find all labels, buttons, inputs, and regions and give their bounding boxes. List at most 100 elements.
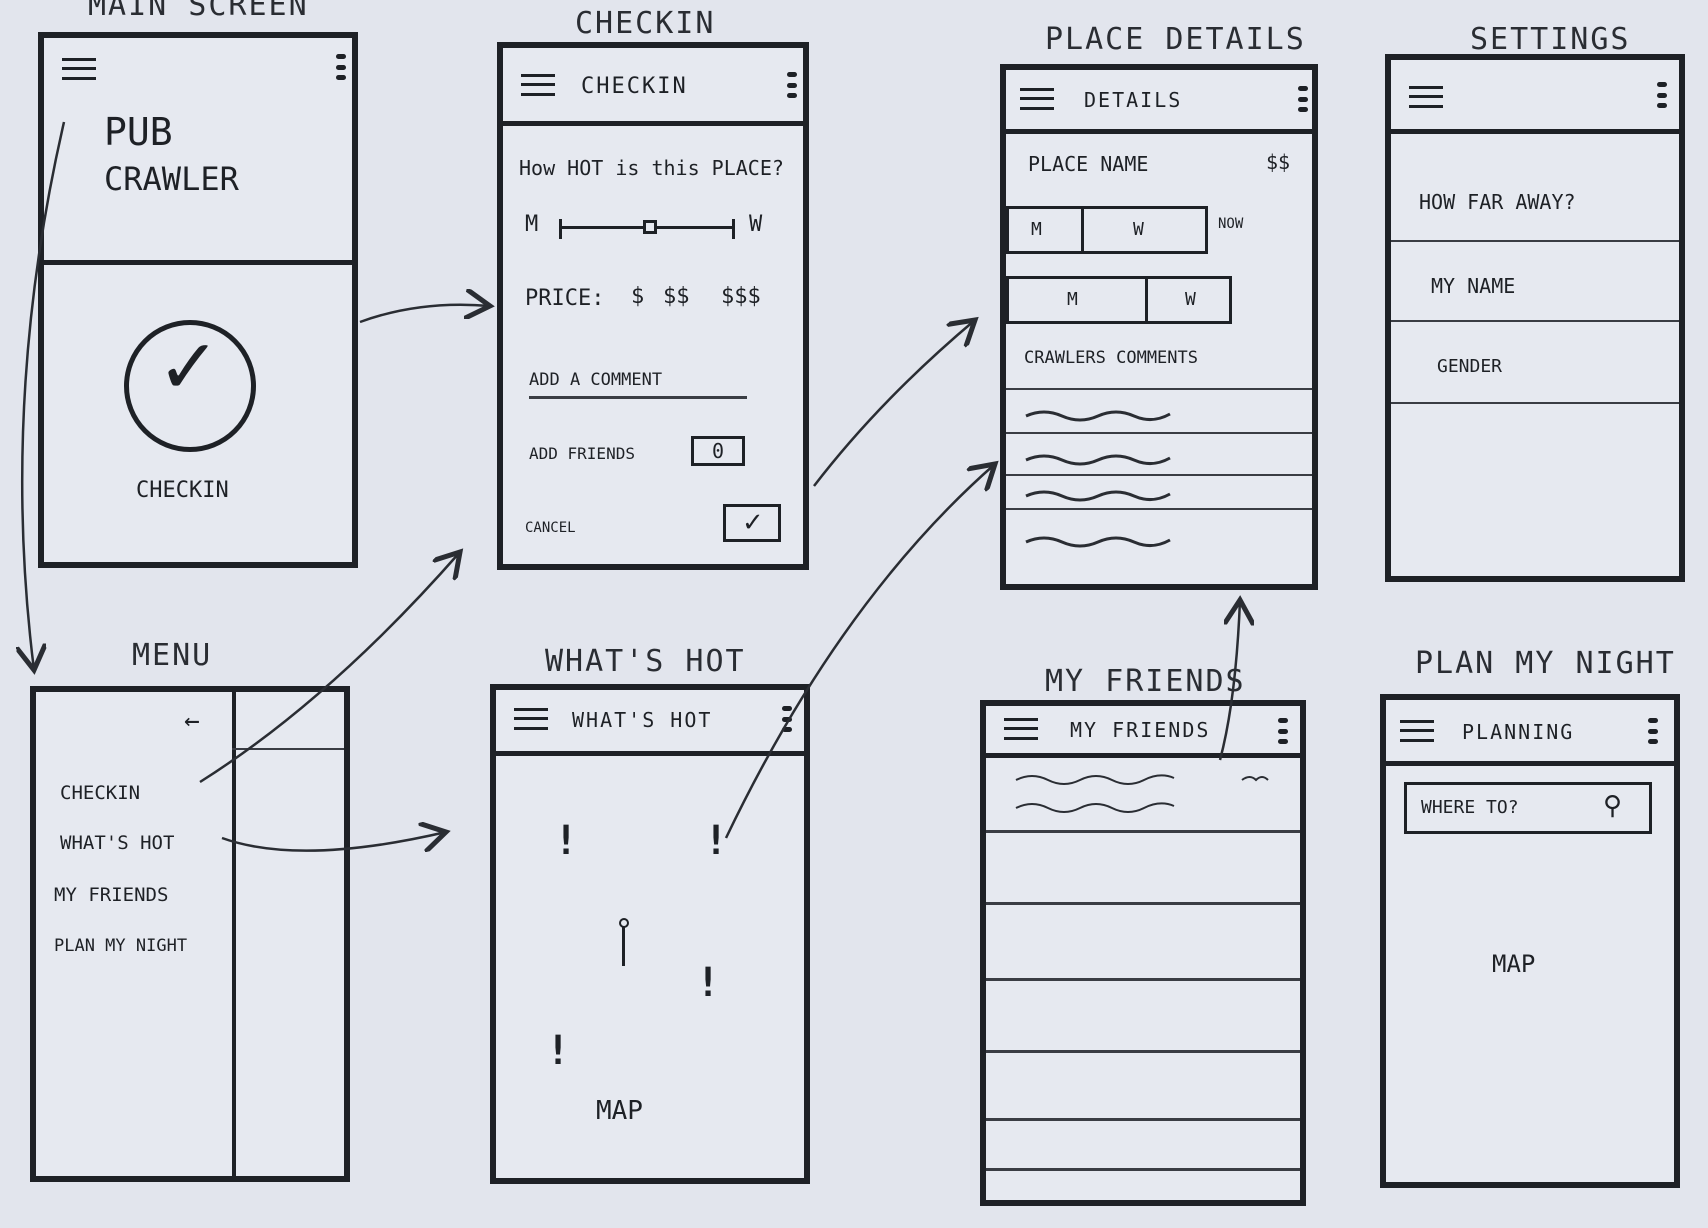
hotness-slider[interactable] xyxy=(559,219,735,239)
header-title: WHAT'S HOT xyxy=(572,708,713,732)
back-arrow-icon[interactable]: ← xyxy=(184,706,200,736)
drawer-edge xyxy=(232,692,236,1176)
app-name-line1: PUB xyxy=(104,110,173,154)
setting-distance[interactable]: HOW FAR AWAY? xyxy=(1419,190,1576,214)
arrow-checkin-to-details xyxy=(813,320,975,487)
friend-row-divider xyxy=(986,978,1300,981)
caption-menu: MENU xyxy=(132,638,213,673)
checkin-circle-button[interactable]: ✓ xyxy=(124,320,256,452)
menu-icon[interactable] xyxy=(1409,86,1443,108)
place-details-wireframe: DETAILS PLACE NAME $$ M W NOW M W CRAWLE… xyxy=(1000,64,1318,590)
add-comment-link[interactable]: ADD A COMMENT xyxy=(529,370,663,390)
comment-placeholder xyxy=(1025,454,1171,466)
search-icon[interactable]: ⚲ xyxy=(1603,791,1623,821)
slider-thumb[interactable] xyxy=(643,220,657,234)
overall-ratio-bar: M W xyxy=(1006,276,1232,324)
overflow-menu-icon[interactable] xyxy=(1648,718,1658,744)
now-ratio-bar: M W xyxy=(1006,206,1208,254)
person-figure-icon xyxy=(619,918,634,966)
slider-label-m: M xyxy=(525,212,539,237)
plan-my-night-wireframe: PLANNING WHERE TO? ⚲ MAP xyxy=(1380,694,1680,1188)
cancel-button[interactable]: CANCEL xyxy=(525,520,576,536)
menu-item-whats-hot[interactable]: WHAT'S HOT xyxy=(60,832,175,854)
overflow-menu-icon[interactable] xyxy=(1657,82,1667,108)
main-divider xyxy=(44,260,352,265)
friends-count: 0 xyxy=(712,439,725,463)
menu-icon[interactable] xyxy=(62,58,96,80)
friends-count-field[interactable]: 0 xyxy=(691,436,745,466)
now-label: NOW xyxy=(1218,216,1244,232)
caption-plan-my-night: PLAN MY NIGHT xyxy=(1415,646,1676,681)
price-option-3[interactable]: $$$ xyxy=(721,284,761,309)
check-icon: ✓ xyxy=(157,322,221,411)
destination-search-field[interactable]: WHERE TO? ⚲ xyxy=(1404,782,1652,834)
menu-icon[interactable] xyxy=(1020,88,1054,110)
comment-row-divider xyxy=(1006,388,1312,390)
menu-icon[interactable] xyxy=(1400,720,1434,742)
menu-item-plan-my-night[interactable]: PLAN MY NIGHT xyxy=(54,936,188,956)
caption-checkin: CHECKIN xyxy=(575,6,716,41)
setting-gender[interactable]: GENDER xyxy=(1437,356,1503,377)
settings-divider xyxy=(1391,402,1679,404)
overflow-menu-icon[interactable] xyxy=(336,54,346,80)
hot-place-marker[interactable]: ! xyxy=(696,960,721,1006)
drawer-header-line xyxy=(232,748,344,750)
price-option-1[interactable]: $ xyxy=(631,284,645,309)
settings-header xyxy=(1391,60,1679,134)
search-placeholder: WHERE TO? xyxy=(1421,797,1519,818)
place-name: PLACE NAME xyxy=(1028,152,1149,176)
overflow-menu-icon[interactable] xyxy=(782,706,792,732)
check-icon: ✓ xyxy=(742,508,764,538)
header-title: CHECKIN xyxy=(581,74,688,99)
friend-activity-placeholder xyxy=(1015,774,1269,813)
overflow-menu-icon[interactable] xyxy=(1278,718,1288,744)
caption-main-screen: MAIN SCREEN xyxy=(88,0,309,23)
overflow-menu-icon[interactable] xyxy=(1298,86,1308,112)
my-friends-wireframe: MY FRIENDS xyxy=(980,700,1306,1206)
menu-item-checkin[interactable]: CHECKIN xyxy=(60,782,141,804)
confirm-checkin-button[interactable]: ✓ xyxy=(723,504,781,542)
comment-placeholder xyxy=(1025,536,1171,548)
hot-place-marker[interactable]: ! xyxy=(554,818,579,864)
checkin-header: CHECKIN xyxy=(503,48,803,126)
main-screen-wireframe: PUB CRAWLER ✓ CHECKIN xyxy=(38,32,358,568)
header-title: DETAILS xyxy=(1084,88,1183,112)
price-option-2[interactable]: $$ xyxy=(663,284,690,309)
now-m: M xyxy=(1031,219,1042,240)
comment-row-divider xyxy=(1006,474,1312,476)
menu-icon[interactable] xyxy=(514,708,548,730)
friend-row-divider xyxy=(986,1168,1300,1171)
checkin-label: CHECKIN xyxy=(136,478,229,503)
comments-heading: CRAWLERS COMMENTS xyxy=(1024,348,1198,368)
map-label: MAP xyxy=(596,1096,643,1126)
menu-item-my-friends[interactable]: MY FRIENDS xyxy=(54,884,169,906)
menu-icon[interactable] xyxy=(521,74,555,96)
friend-row-divider xyxy=(986,902,1300,905)
overflow-menu-icon[interactable] xyxy=(787,72,797,98)
hot-place-marker[interactable]: ! xyxy=(704,818,729,864)
now-w: W xyxy=(1133,219,1144,240)
caption-place-details: PLACE DETAILS xyxy=(1045,22,1306,57)
setting-my-name[interactable]: MY NAME xyxy=(1431,274,1516,298)
hotness-question: How HOT is this PLACE? xyxy=(519,156,784,180)
overall-m: M xyxy=(1067,289,1078,310)
app-name-line2: CRAWLER xyxy=(104,160,239,198)
menu-icon[interactable] xyxy=(1004,718,1038,740)
overall-w: W xyxy=(1185,289,1196,310)
place-price: $$ xyxy=(1266,150,1291,174)
arrow-main-to-checkin xyxy=(359,305,490,324)
whats-hot-header: WHAT'S HOT xyxy=(496,690,804,756)
whats-hot-wireframe: WHAT'S HOT ! ! ! ! MAP xyxy=(490,684,810,1184)
friend-row-divider xyxy=(986,1050,1300,1053)
header-title: PLANNING xyxy=(1462,720,1575,744)
add-friends-label: ADD FRIENDS xyxy=(529,444,635,463)
caption-whats-hot: WHAT'S HOT xyxy=(545,644,746,679)
caption-settings: SETTINGS xyxy=(1470,22,1631,57)
comment-row-divider xyxy=(1006,432,1312,434)
settings-divider xyxy=(1391,320,1679,322)
hot-place-marker[interactable]: ! xyxy=(546,1028,571,1074)
comment-placeholder xyxy=(1025,410,1171,422)
comment-placeholder xyxy=(1025,490,1171,502)
slider-label-w: W xyxy=(749,212,763,237)
details-header: DETAILS xyxy=(1006,70,1312,134)
